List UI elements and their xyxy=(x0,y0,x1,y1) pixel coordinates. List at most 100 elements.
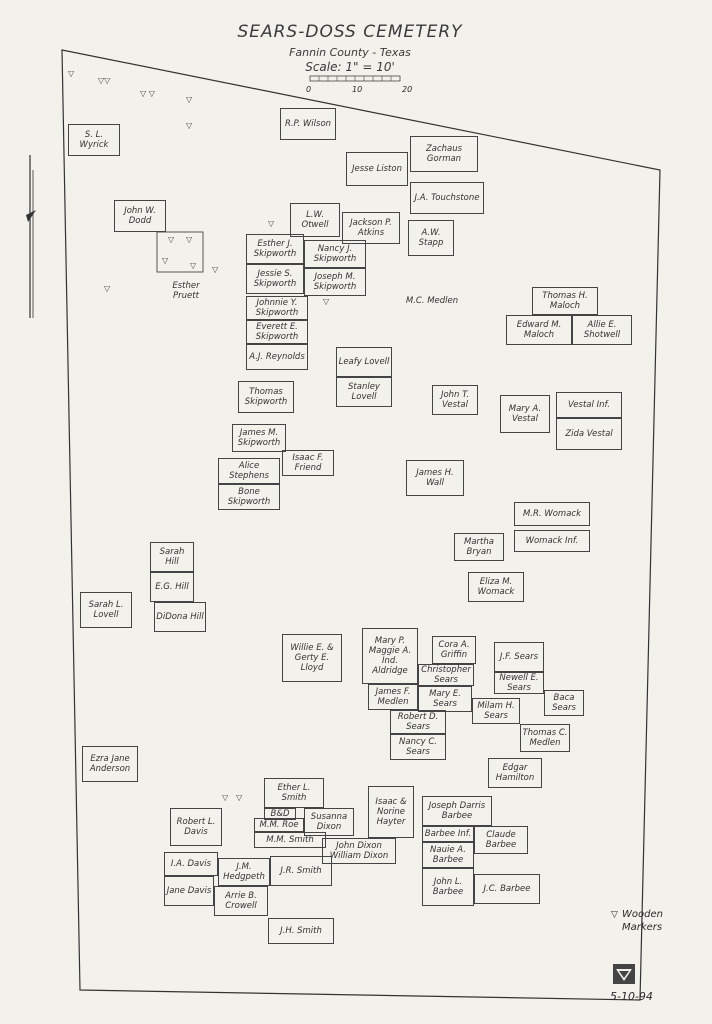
grave-plot: J.A. Touchstone xyxy=(410,182,484,214)
wooden-marker-icon: ▽ xyxy=(236,793,243,802)
wooden-marker-icon: ▽ xyxy=(68,69,75,78)
grave-plot: Cora A. Griffin xyxy=(432,636,476,664)
wooden-marker-icon: ▽ xyxy=(186,121,193,130)
grave-plot: Nancy J. Skipworth xyxy=(304,240,366,268)
scale-tick-10: 10 xyxy=(352,85,363,94)
grave-plot: Zachaus Gorman xyxy=(410,136,478,172)
grave-plot: James M. Skipworth xyxy=(232,424,286,452)
map-scale: Scale: 1" = 10' xyxy=(305,60,395,74)
grave-plot: Christopher Sears xyxy=(418,664,474,686)
grave-plot: Milam H. Sears xyxy=(472,698,520,724)
grave-plot: Arrie B. Crowell xyxy=(214,886,268,916)
wooden-marker-icon: ▽ xyxy=(323,297,330,306)
legend-label: Wooden Markers xyxy=(622,909,663,933)
seal-icon xyxy=(613,964,635,984)
grave-plot: Sarah L. Lovell xyxy=(80,592,132,628)
north-arrow-icon xyxy=(26,155,36,318)
map-date: 5-10-94 xyxy=(610,990,653,1003)
grave-plot: Everett E. Skipworth xyxy=(246,320,308,344)
grave-plot: Thomas H. Maloch xyxy=(532,287,598,315)
grave-plot: Ether L. Smith xyxy=(264,778,324,808)
wooden-marker-icon: ▽ xyxy=(268,219,275,228)
grave-plot: Isaac F. Friend xyxy=(282,450,334,476)
grave-plot: Jane Davis xyxy=(164,876,214,906)
grave-plot: Johnnie Y. Skipworth xyxy=(246,296,308,320)
grave-plot: Eliza M. Womack xyxy=(468,572,524,602)
grave-plot: Martha Bryan xyxy=(454,533,504,561)
wooden-marker-legend-icon: ▽ xyxy=(611,910,618,920)
grave-plot: Esther Pruett xyxy=(172,281,200,301)
grave-plot: Nancy C. Sears xyxy=(390,734,446,760)
grave-plot: James F. Medlen xyxy=(368,684,418,710)
grave-plot: John T. Vestal xyxy=(432,385,478,415)
wooden-marker-icon: ▽ ▽ xyxy=(140,89,155,98)
grave-plot: Susanna Dixon xyxy=(304,808,354,836)
grave-plot: I.A. Davis xyxy=(164,852,218,876)
wooden-marker-icon: ▽ xyxy=(186,95,193,104)
wooden-marker-icon: ▽ xyxy=(186,235,193,244)
grave-plot: E.G. Hill xyxy=(150,572,194,602)
wooden-marker-icon: ▽ xyxy=(212,265,219,274)
grave-plot: Thomas C. Medlen xyxy=(520,724,570,752)
grave-plot: DiDona Hill xyxy=(154,602,206,632)
grave-plot: John L. Barbee xyxy=(422,868,474,906)
grave-plot: James H. Wall xyxy=(406,460,464,496)
grave-plot: R.P. Wilson xyxy=(280,108,336,140)
wooden-marker-icon: ▽▽ xyxy=(98,76,111,85)
scale-tick-0: 0 xyxy=(306,85,312,94)
grave-plot: Mary E. Sears xyxy=(418,686,472,712)
grave-plot: M.C. Medlen xyxy=(405,296,459,306)
grave-plot: M.M. Roe xyxy=(254,818,304,832)
grave-plot: Allie E. Shotwell xyxy=(572,315,632,345)
grave-plot: Robert D. Sears xyxy=(390,710,446,734)
grave-plot: L.W. Otwell xyxy=(290,203,340,237)
grave-plot: Esther J. Skipworth xyxy=(246,234,304,264)
grave-plot: John Dixon William Dixon xyxy=(322,838,396,864)
grave-plot: J.R. Smith xyxy=(270,856,332,886)
wooden-marker-icon: ▽ xyxy=(222,793,229,802)
grave-plot: A.J. Reynolds xyxy=(246,344,308,370)
grave-plot: Jackson P. Atkins xyxy=(342,212,400,244)
grave-plot: Vestal Inf. xyxy=(556,392,622,418)
grave-plot: Mary A. Vestal xyxy=(500,395,550,433)
wooden-marker-icon: ▽ xyxy=(162,256,169,265)
grave-plot: Newell E. Sears xyxy=(494,672,544,694)
scale-tick-20: 20 xyxy=(402,85,413,94)
grave-plot: Isaac & Norine Hayter xyxy=(368,786,414,838)
grave-plot: Claude Barbee xyxy=(474,826,528,854)
grave-plot: A.W. Stapp xyxy=(408,220,454,256)
grave-plot: Alice Stephens xyxy=(218,458,280,484)
grave-plot: Edgar Hamilton xyxy=(488,758,542,788)
grave-plot: Jessie S. Skipworth xyxy=(246,264,304,294)
grave-plot: Joseph Darris Barbee xyxy=(422,796,492,826)
grave-plot: J.H. Smith xyxy=(268,918,334,944)
grave-plot: Willie E. & Gerty E. Lloyd xyxy=(282,634,342,682)
grave-plot: M.M. Smith xyxy=(254,832,326,848)
map-title: SEARS-DOSS CEMETERY xyxy=(237,22,463,42)
wooden-marker-icon: ▽ xyxy=(104,284,111,293)
grave-plot: J.C. Barbee xyxy=(474,874,540,904)
grave-plot: John W. Dodd xyxy=(114,200,166,232)
grave-plot: Thomas Skipworth xyxy=(238,381,294,413)
grave-plot: Leafy Lovell xyxy=(336,347,392,377)
grave-plot: Sarah Hill xyxy=(150,542,194,572)
grave-plot: Mary P. Maggie A. Ind. Aldridge xyxy=(362,628,418,684)
grave-plot: Bone Skipworth xyxy=(218,484,280,510)
grave-plot: Stanley Lovell xyxy=(336,377,392,407)
grave-plot: Jesse Liston xyxy=(346,152,408,186)
grave-plot: Zida Vestal xyxy=(556,418,622,450)
grave-plot: Nauie A. Barbee xyxy=(422,842,474,868)
grave-plot: Barbee Inf. xyxy=(422,826,474,842)
grave-plot: Robert L. Davis xyxy=(170,808,222,846)
grave-plot: J.F. Sears xyxy=(494,642,544,672)
grave-plot: Ezra Jane Anderson xyxy=(82,746,138,782)
grave-plot: B&D xyxy=(264,808,296,820)
wooden-marker-icon: ▽ xyxy=(190,261,197,270)
grave-plot: J.M. Hedgpeth xyxy=(218,858,270,886)
wooden-marker-icon: ▽ xyxy=(168,235,175,244)
map-subtitle: Fannin County - Texas xyxy=(289,46,411,59)
grave-plot: M.R. Womack xyxy=(514,502,590,526)
grave-plot: Womack Inf. xyxy=(514,530,590,552)
grave-plot: Baca Sears xyxy=(544,690,584,716)
